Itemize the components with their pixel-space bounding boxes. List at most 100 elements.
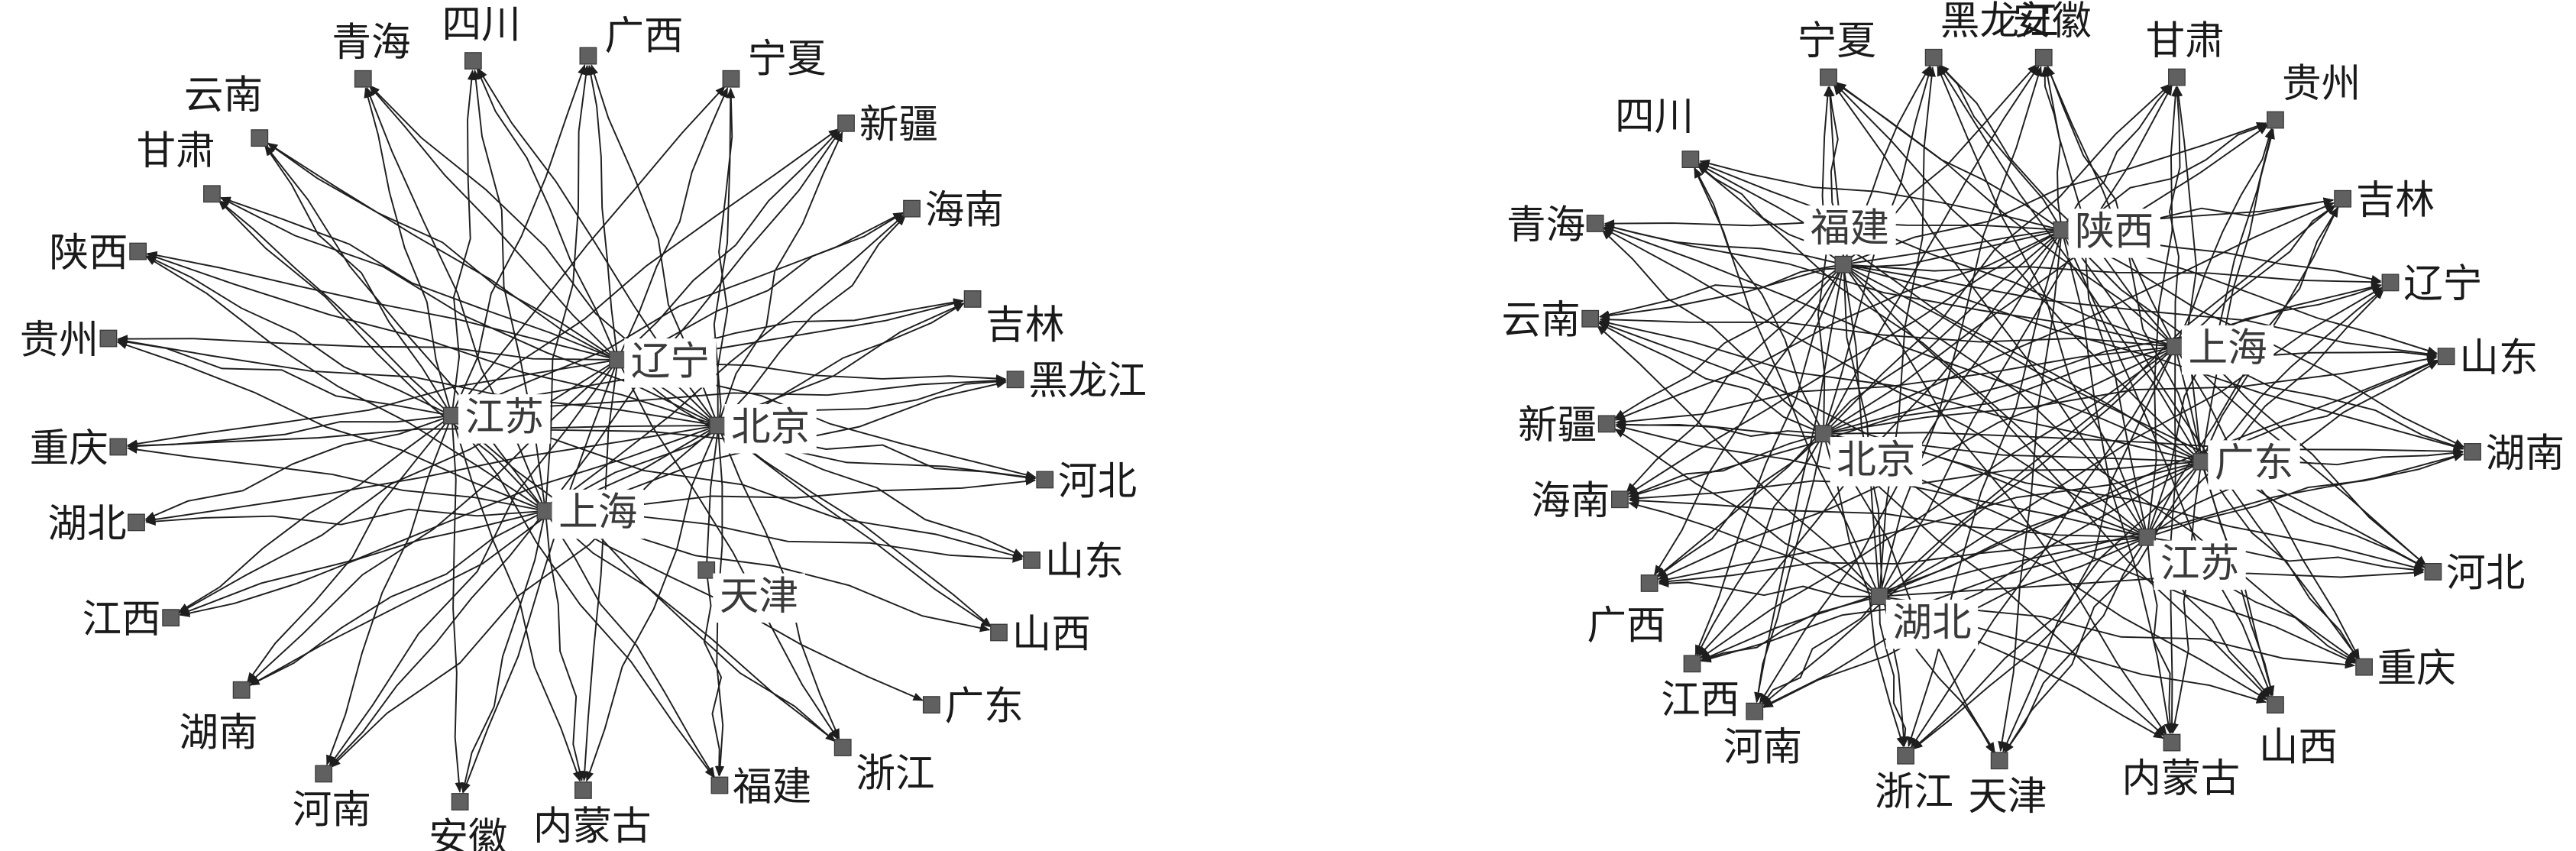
edge-江苏-to-云南 [1598, 322, 2148, 539]
node-label: 辽宁 [2403, 261, 2482, 307]
edge-江苏-to-内蒙古 [451, 415, 581, 782]
outer-node-湖南: 湖南 [179, 681, 258, 756]
outer-node-广西: 广西 [579, 14, 684, 65]
edge-上海-to-海南 [545, 214, 905, 512]
edge-福建-to-辽宁 [1843, 264, 2382, 286]
node-label: 福建 [733, 764, 811, 810]
node-label: 甘肃 [136, 128, 215, 174]
node-label: 云南 [184, 73, 263, 118]
node-label: 海南 [925, 187, 1004, 233]
edge-福建-to-广西 [1653, 264, 1844, 576]
edge-天津-to-福建 [703, 570, 723, 777]
edge-上海-to-江西 [1699, 345, 2176, 659]
edge-江苏-to-陕西 [145, 255, 452, 416]
node-label: 宁夏 [1798, 18, 1876, 64]
node-label: 贵州 [2282, 61, 2361, 107]
edge-辽宁-to-云南 [267, 142, 619, 361]
edge-陕西-to-内蒙古 [2060, 229, 2173, 734]
outer-node-新疆: 新疆 [1518, 403, 1616, 448]
label-background [2068, 209, 2160, 258]
node-marker-square [1023, 551, 1040, 569]
edge-江苏-to-河南 [326, 415, 453, 766]
outer-node-贵州: 贵州 [20, 317, 118, 363]
edge-广东-to-云南 [1598, 319, 2202, 463]
node-label: 安徽 [429, 815, 507, 851]
node-marker-square [697, 561, 716, 579]
node-label: 贵州 [20, 317, 99, 363]
edge-江苏-to-四川 [1697, 164, 2148, 538]
node-marker-square [442, 406, 461, 425]
node-label: 陕西 [2075, 209, 2154, 254]
node-label: 内蒙古 [533, 804, 652, 849]
edge-北京-to-吉林 [1823, 202, 2335, 435]
node-marker-square [833, 739, 852, 756]
node-label: 重庆 [2377, 646, 2456, 691]
node-marker-square [1581, 309, 1600, 328]
edge-上海-to-青海 [1604, 223, 2176, 348]
edge-江苏-to-海南 [1628, 496, 2147, 539]
edge-江苏-to-宁夏 [451, 86, 726, 416]
node-marker-square [2464, 443, 2481, 461]
node-label: 新疆 [1518, 403, 1597, 448]
edge-上海-to-宁夏 [1835, 83, 2176, 348]
node-label: 河南 [293, 787, 371, 833]
node-marker-square [2163, 733, 2181, 752]
node-marker-square [451, 793, 469, 811]
edge-江苏-to-内蒙古 [2146, 537, 2175, 734]
node-marker-square [903, 199, 921, 218]
outer-node-河北: 河北 [2424, 551, 2525, 597]
node-marker-square [1924, 48, 1943, 66]
edge-上海-to-甘肃 [218, 199, 546, 512]
node-label: 甘肃 [2146, 18, 2225, 64]
edge-北京-to-内蒙古 [585, 425, 719, 782]
node-label: 广西 [604, 14, 683, 60]
edge-江苏-to-福建 [451, 415, 715, 778]
edge-江苏-to-湖北 [144, 415, 452, 520]
node-marker-square [99, 329, 118, 348]
outer-node-重庆: 重庆 [30, 426, 128, 471]
edge-江苏-to-甘肃 [218, 199, 453, 416]
outer-node-贵州: 贵州 [2267, 61, 2361, 129]
edge-北京-to-山东 [1823, 354, 2438, 435]
outer-node-湖南: 湖南 [2464, 431, 2565, 477]
outer-node-福建: 福建 [710, 764, 811, 810]
edge-北京-to-宁夏 [1817, 86, 1832, 434]
outer-node-辽宁: 辽宁 [2381, 261, 2482, 307]
edge-北京-to-山西 [717, 425, 992, 628]
outer-node-浙江: 浙江 [1875, 746, 1953, 815]
left-network-panel: 辽宁江苏北京上海天津青海四川广西宁夏新疆海南吉林黑龙江河北山东山西广东浙江福建内… [20, 2, 1147, 851]
edge-北京-to-湖北 [144, 425, 718, 524]
node-marker-square [579, 47, 597, 65]
edge-陕西-to-山西 [2061, 229, 2272, 697]
edge-上海-to-贵州 [2174, 128, 2273, 348]
edge-上海-to-安徽 [461, 510, 546, 794]
node-label: 江苏 [465, 394, 544, 440]
center-node-江苏: 江苏 [442, 394, 551, 444]
edge-上海-to-云南 [1599, 315, 2176, 348]
node-marker-square [203, 185, 221, 203]
node-marker-square [2138, 528, 2157, 546]
outer-node-浙江: 浙江 [833, 739, 935, 797]
outer-node-黑龙江: 黑龙江 [1006, 358, 1147, 404]
edge-广东-to-青海 [1603, 226, 2202, 463]
edge-江苏-to-湖南 [2147, 453, 2464, 539]
node-marker-square [1834, 255, 1853, 273]
edge-广东-to-四川 [1697, 163, 2202, 463]
node-marker-square [2168, 68, 2186, 86]
node-label: 湖南 [179, 710, 257, 756]
edge-北京-to-新疆 [717, 131, 843, 426]
node-label: 青海 [332, 20, 410, 66]
edge-江苏-to-新疆 [451, 128, 840, 416]
node-marker-square [1611, 490, 1629, 509]
outer-node-河南: 河南 [1723, 702, 1802, 771]
edge-北京-to-海南 [1628, 432, 1824, 497]
edge-广东-to-内蒙古 [2170, 461, 2202, 734]
label-background [724, 404, 817, 454]
edge-上海-to-湖南 [249, 510, 546, 686]
node-label: 广东 [945, 684, 1024, 730]
edge-湖北-to-广西 [1658, 579, 1880, 597]
node-label: 广西 [1587, 603, 1665, 649]
outer-node-黑龙江: 黑龙江 [1924, 0, 2059, 66]
edge-上海-to-浙江 [545, 510, 837, 743]
node-label: 河北 [1058, 458, 1137, 504]
